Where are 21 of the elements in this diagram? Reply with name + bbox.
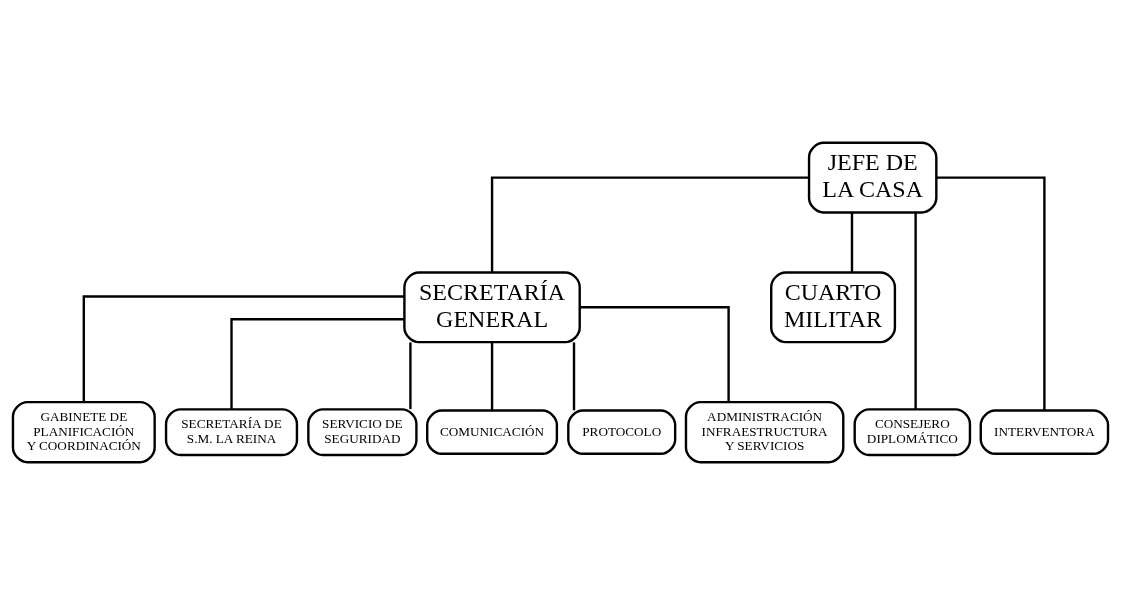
node-box: PROTOCOLO xyxy=(567,409,677,455)
node-box: JEFE DE LA CASA xyxy=(807,141,938,214)
node-box: INTERVENTORA xyxy=(979,409,1110,455)
connector xyxy=(490,342,494,411)
node-box: CONSEJERO DIPLOMÁTICO xyxy=(853,408,972,457)
node-box: COMUNICACIÓN xyxy=(426,409,559,455)
node-box: SERVICIO DE SEGURIDAD xyxy=(307,408,418,457)
node-box: GABINETE DE PLANIFICACIÓN Y COORDINACIÓN xyxy=(11,400,156,464)
connector xyxy=(409,342,412,410)
node-box: SECRETARÍA DE S.M. LA REINA xyxy=(164,408,299,457)
connector xyxy=(490,176,809,273)
node-box: ADMINISTRACIÓN INFRAESTRUCTURA Y SERVICIOS xyxy=(684,400,845,464)
connector xyxy=(82,295,404,403)
connector xyxy=(579,306,730,402)
connector xyxy=(936,176,1046,411)
connector xyxy=(914,212,917,410)
node-box: CUARTO MILITAR xyxy=(770,271,897,344)
connector xyxy=(572,342,576,411)
connector xyxy=(230,318,405,410)
connector xyxy=(850,212,854,273)
node-box: SECRETARÍA GENERAL xyxy=(403,271,581,344)
